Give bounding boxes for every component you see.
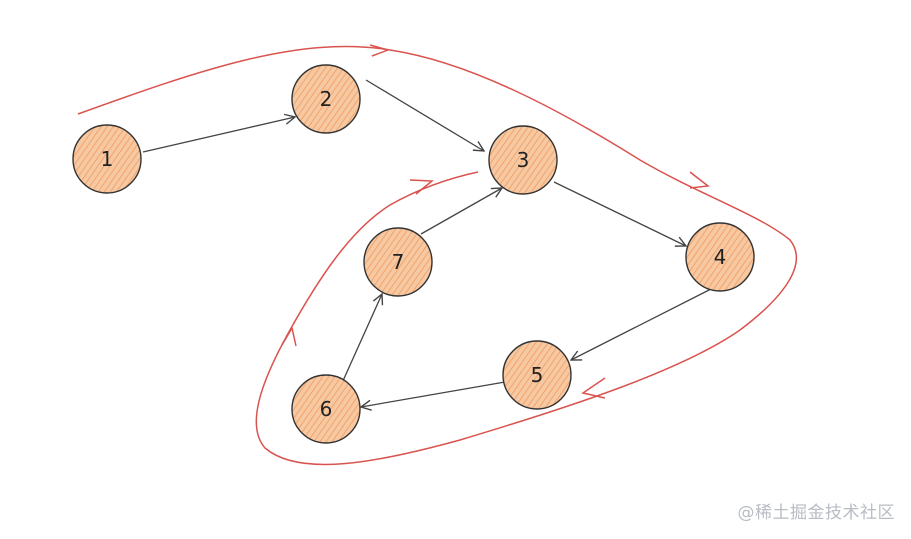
- node-4: 4: [685, 222, 755, 292]
- node-4-label: 4: [714, 245, 727, 269]
- traversal-arrowhead-left: [281, 325, 297, 347]
- nodes: 1 2 3 4 5 6 7: [72, 64, 755, 444]
- traversal-arrowhead-bottom: [581, 377, 606, 399]
- node-7-label: 7: [392, 250, 405, 274]
- node-5: 5: [502, 340, 572, 410]
- node-2-label: 2: [320, 87, 333, 111]
- edges: [142, 79, 712, 407]
- traversal-arrowhead-right: [689, 171, 710, 189]
- traversal-path: [77, 44, 797, 466]
- traversal-arrowhead-top: [369, 44, 391, 57]
- node-6: 6: [291, 374, 361, 444]
- edge-3-4: [553, 181, 686, 246]
- node-7: 7: [363, 227, 433, 297]
- edge-1-2: [142, 117, 295, 153]
- node-3: 3: [488, 125, 558, 195]
- node-1: 1: [72, 124, 142, 194]
- edge-7-3: [420, 188, 502, 235]
- traversal-arrowhead-inner: [409, 179, 435, 195]
- node-3-label: 3: [517, 148, 530, 172]
- node-1-label: 1: [101, 147, 114, 171]
- watermark: @稀土掘金技术社区: [737, 503, 895, 523]
- node-2: 2: [291, 64, 361, 134]
- edge-6-7: [341, 294, 382, 384]
- edge-2-3: [365, 79, 484, 151]
- traversal-path-outer: [77, 45, 797, 466]
- node-6-label: 6: [320, 397, 333, 421]
- edge-4-5: [571, 288, 712, 360]
- edge-5-6: [361, 381, 506, 407]
- node-5-label: 5: [531, 363, 544, 387]
